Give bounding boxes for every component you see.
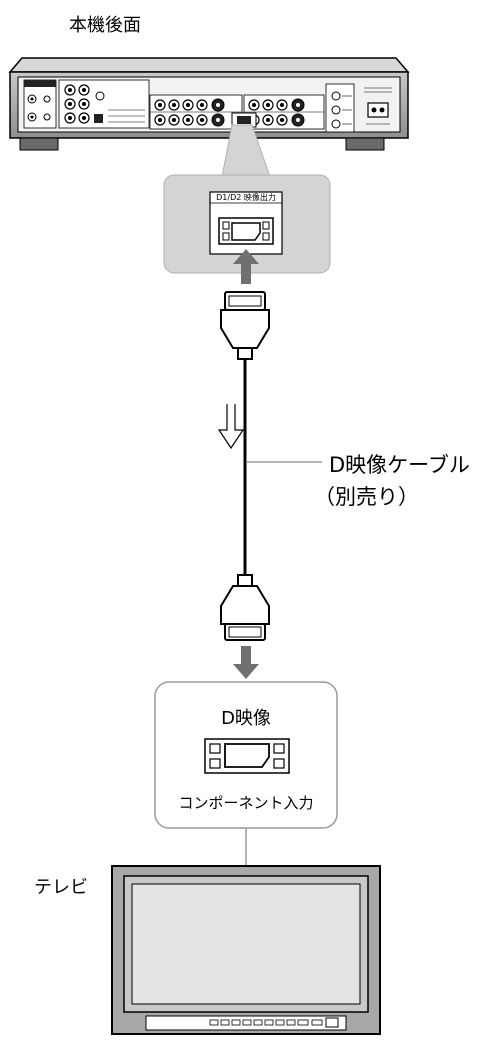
arrow-down-icon	[233, 646, 259, 679]
rear-panel-title: 本機後面	[69, 15, 141, 36]
tv-input-title: D映像	[221, 708, 271, 729]
rca-jack-row	[149, 94, 243, 130]
tv-title: テレビ	[34, 877, 88, 898]
television	[111, 865, 381, 1035]
cable-name-label: D映像ケーブル	[329, 453, 470, 477]
cable-plug-bottom	[220, 574, 270, 641]
tv-input-panel	[154, 681, 338, 829]
player-device	[8, 57, 410, 151]
signal-direction-icon	[217, 404, 245, 450]
cable-plug-top	[220, 291, 270, 360]
arrow-up-icon	[233, 249, 259, 284]
d-terminal-input-icon	[204, 738, 290, 774]
output-port-label: D1/D2 映像出力	[216, 193, 276, 202]
tv-input-caption: コンポーネント入力	[178, 794, 314, 812]
ac-inlet	[364, 87, 392, 125]
rca-jack-row-2	[243, 94, 325, 130]
d-terminal-output-icon	[218, 217, 274, 245]
tv-control-buttons	[209, 1017, 339, 1028]
cable-note-label: （別売り）	[314, 485, 419, 509]
